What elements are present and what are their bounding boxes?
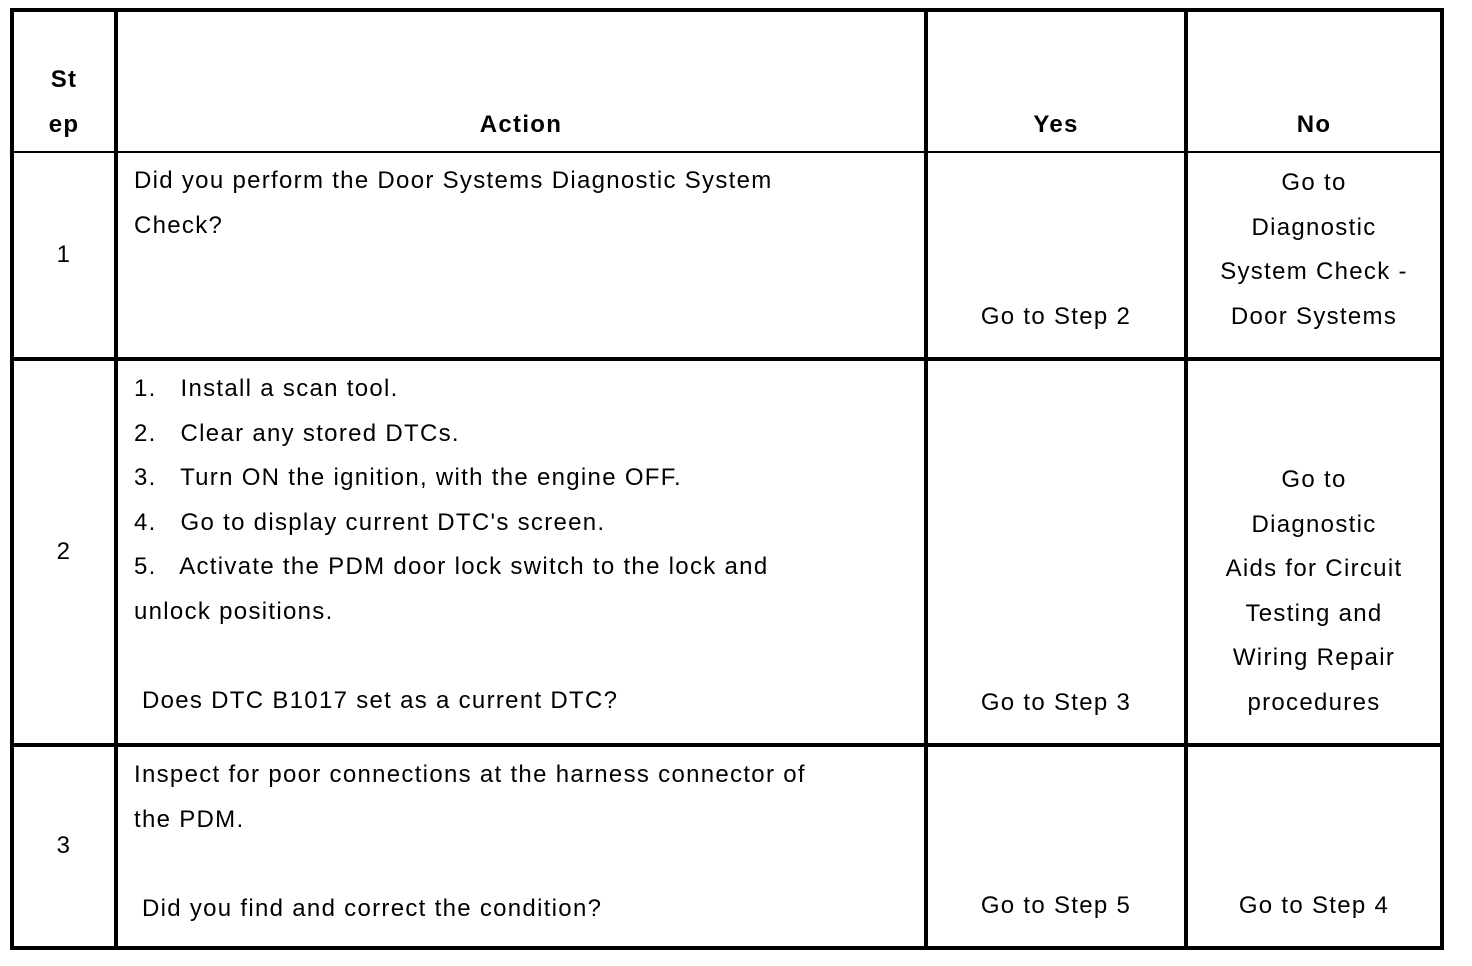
no-cell: Go to Diagnostic System Check - Door Sys… <box>1188 153 1440 361</box>
action-cell: Did you perform the Door Systems Diagnos… <box>118 153 928 361</box>
header-step: St ep <box>14 12 118 153</box>
yes-cell: Go to Step 3 <box>928 361 1188 747</box>
action-cell: 1. Install a scan tool. 2. Clear any sto… <box>118 361 928 747</box>
diagnostic-step-table: St ep Action Yes No 1 Did you perform th… <box>10 8 1444 950</box>
header-no: No <box>1188 12 1440 153</box>
header-yes: Yes <box>928 12 1188 153</box>
action-cell: Inspect for poor connections at the harn… <box>118 747 928 946</box>
step-number-cell: 2 <box>14 361 118 747</box>
header-action: Action <box>118 12 928 153</box>
yes-cell: Go to Step 2 <box>928 153 1188 361</box>
step-number-cell: 1 <box>14 153 118 361</box>
step-number-cell: 3 <box>14 747 118 946</box>
no-cell: Go to Diagnostic Aids for Circuit Testin… <box>1188 361 1440 747</box>
no-cell: Go to Step 4 <box>1238 891 1390 919</box>
yes-cell: Go to Step 5 <box>928 747 1188 946</box>
